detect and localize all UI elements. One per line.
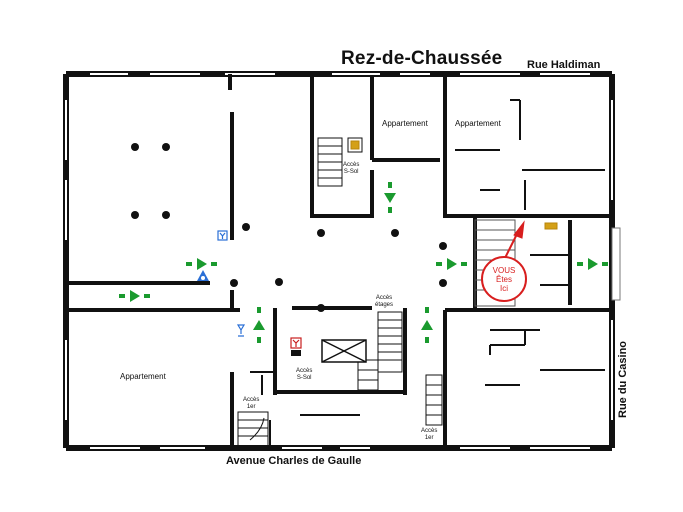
access-ssol-top-line1: Accès xyxy=(343,162,360,168)
wheelchair-icon xyxy=(197,270,209,281)
staircase-bottom-right xyxy=(425,374,443,426)
access-first-left: Accès 1er xyxy=(243,397,259,411)
access-first-right-line2: 1er xyxy=(424,435,434,441)
room-label-appartement-left: Appartement xyxy=(120,372,166,381)
access-etages-line1: Accès xyxy=(375,295,393,301)
elevator-icon-top xyxy=(350,140,360,150)
street-label-bottom: Avenue Charles de Gaulle xyxy=(226,455,362,467)
interior-walls xyxy=(68,74,612,448)
street-label-top-right: Rue Haldiman xyxy=(527,59,601,71)
elevator-icon-small xyxy=(544,222,558,230)
access-etages: Accès étages xyxy=(375,295,393,309)
you-are-here-arrow xyxy=(504,220,525,259)
wc-icon xyxy=(217,230,228,241)
page-title: Rez-de-Chaussée xyxy=(341,48,503,69)
access-etages-line2: étages xyxy=(375,302,394,308)
wc-icon-bottom xyxy=(236,324,246,337)
staircase-left xyxy=(237,411,269,447)
window-marks xyxy=(65,73,613,449)
access-first-right: Accès 1er xyxy=(421,428,437,442)
columns xyxy=(131,143,447,312)
access-first-right-line1: Accès xyxy=(421,428,438,434)
you-are-here-line2: Êtes xyxy=(495,274,512,284)
access-ssol-top: Accès S-Sol xyxy=(343,162,359,176)
access-first-left-line2: 1er xyxy=(246,404,256,410)
access-first-left-line1: Accès xyxy=(243,397,260,403)
access-ssol-center-line2: S-Sol xyxy=(296,375,312,381)
staircase-center xyxy=(357,311,403,391)
access-ssol-center: Accès S-Sol xyxy=(296,368,312,382)
lift-icon xyxy=(321,339,367,363)
room-label-appartement-top-2: Appartement xyxy=(455,119,501,128)
exit-arrows xyxy=(119,182,608,343)
elevator-icon xyxy=(290,337,302,356)
you-are-here-line1: VOUS xyxy=(492,265,516,275)
access-ssol-center-line1: Accès xyxy=(296,368,313,374)
entrance-right xyxy=(611,227,621,301)
room-label-appartement-top-1: Appartement xyxy=(382,119,428,128)
street-label-right: Rue du Casino xyxy=(617,340,629,418)
you-are-here-marker: VOUS Êtes Ici xyxy=(481,256,527,302)
thin-walls xyxy=(250,99,605,446)
access-ssol-top-line2: S-Sol xyxy=(343,169,359,175)
you-are-here-line3: Ici xyxy=(500,283,508,293)
